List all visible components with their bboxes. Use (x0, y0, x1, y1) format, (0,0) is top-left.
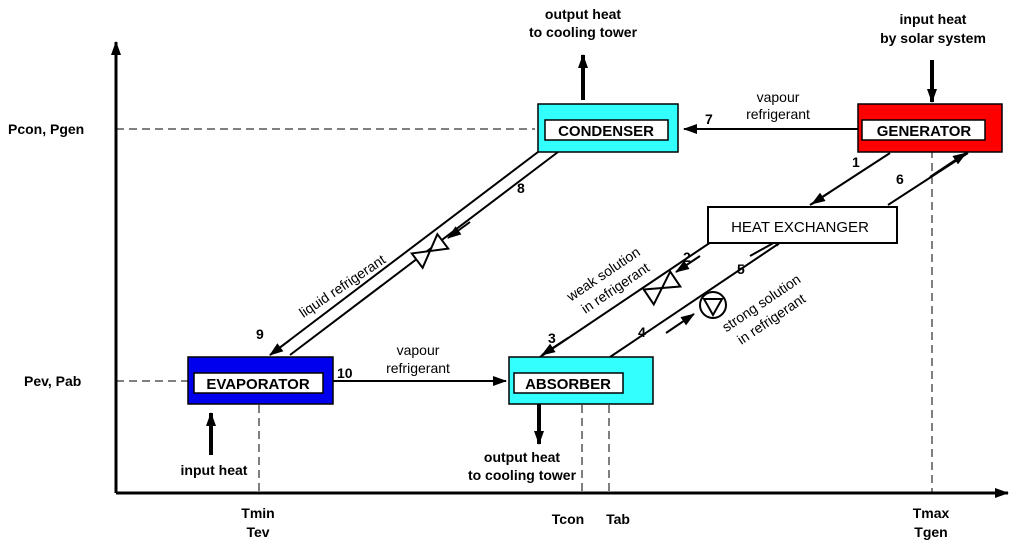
vapour-refrigerant-top-line1: vapour (757, 89, 800, 105)
absorber-label: ABSORBER (525, 376, 611, 393)
flow-arrows (269, 124, 967, 386)
liquid-refrigerant-label: liquid refrigerant (296, 251, 388, 320)
absorber-output-heat-line2: to cooling tower (468, 467, 577, 483)
x-label-tmax: Tmax (913, 505, 950, 521)
x-label-tev: Tev (246, 524, 269, 540)
stream-5: 5 (737, 261, 745, 277)
generator-input-heat-line2: by solar system (880, 30, 986, 46)
stream-9: 9 (256, 326, 264, 342)
expansion-valve-liquid (409, 232, 451, 270)
vapour-refrigerant-top-line2: refrigerant (746, 106, 810, 122)
x-label-tgen: Tgen (914, 524, 947, 540)
stream-6: 6 (896, 171, 904, 187)
stream-10: 10 (337, 365, 353, 381)
vapour-refrigerant-mid-line1: vapour (397, 342, 440, 358)
guide-lines (116, 128, 933, 493)
heat-exchanger-label: HEAT EXCHANGER (731, 219, 869, 236)
condenser-block: CONDENSER (537, 103, 679, 153)
y-label-pev: Pev, Pab (24, 373, 81, 389)
evaporator-input-heat: input heat (181, 462, 248, 478)
stream-1: 1 (852, 154, 860, 170)
condenser-output-heat-line1: output heat (545, 6, 622, 22)
expansion-valve-solution (641, 269, 683, 307)
stream-2: 2 (683, 249, 691, 265)
evaporator-block: EVAPORATOR (187, 356, 334, 405)
generator-label: GENERATOR (877, 123, 972, 140)
stream-7: 7 (705, 111, 713, 127)
x-label-tab: Tab (606, 511, 630, 527)
vapour-refrigerant-mid-line2: refrigerant (386, 360, 450, 376)
x-label-tcon: Tcon (552, 511, 584, 527)
y-label-pcon: Pcon, Pgen (8, 121, 84, 137)
stream-3: 3 (548, 330, 556, 346)
generator-input-heat-line1: input heat (900, 11, 967, 27)
stream-4: 4 (638, 324, 646, 340)
condenser-output-heat-line2: to cooling tower (529, 24, 638, 40)
stream-8: 8 (517, 180, 525, 196)
evaporator-label: EVAPORATOR (206, 376, 310, 393)
generator-block: GENERATOR (857, 103, 1003, 153)
condenser-label: CONDENSER (558, 123, 654, 140)
x-label-tmin: Tmin (241, 505, 274, 521)
absorber-block: ABSORBER (508, 356, 654, 405)
heat-exchanger-block: HEAT EXCHANGER (707, 206, 898, 244)
absorber-output-heat-line1: output heat (484, 449, 561, 465)
pump-icon (699, 291, 727, 319)
heat-arrows (206, 54, 937, 455)
